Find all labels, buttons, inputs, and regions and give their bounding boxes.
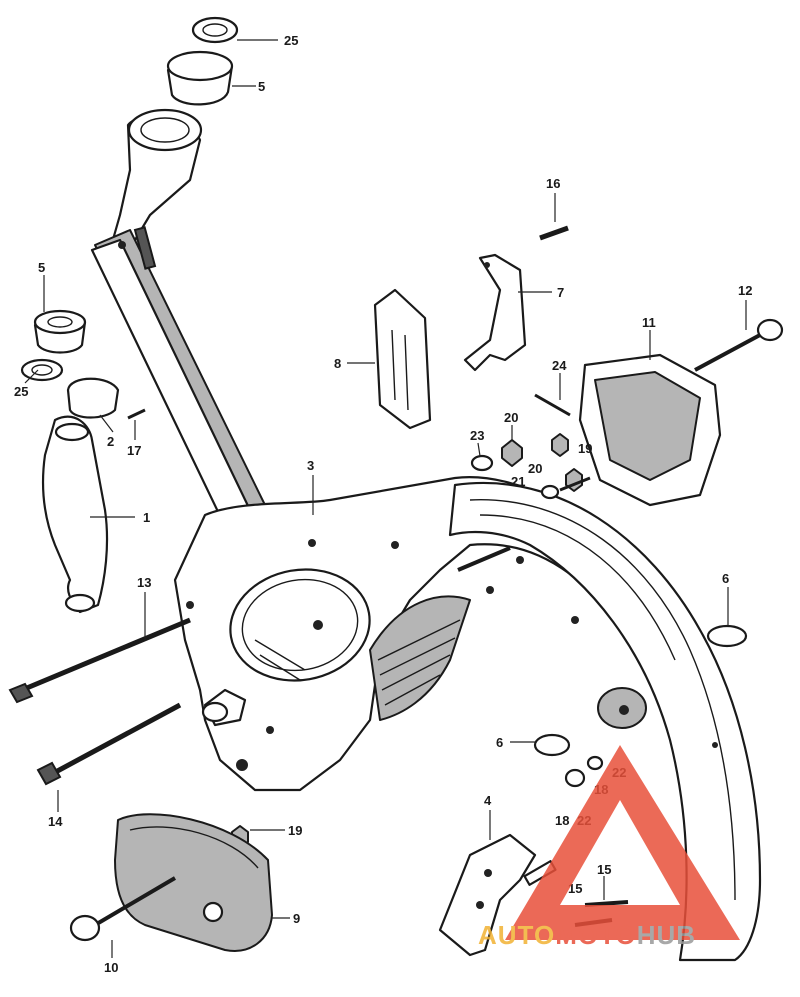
callout-4: 4 bbox=[484, 793, 492, 808]
nut-washer-group bbox=[470, 433, 591, 500]
callout-25-left: 25 bbox=[14, 384, 28, 399]
clamp-ring bbox=[66, 377, 120, 419]
rubber-grommet-6 bbox=[533, 624, 748, 757]
callout-23: 23 bbox=[470, 428, 484, 443]
screw-17 bbox=[127, 408, 146, 420]
automotohub-watermark: AUTOMOTOHUB bbox=[478, 745, 740, 950]
callout-21: 21 bbox=[511, 474, 525, 489]
plate-part-8 bbox=[373, 288, 432, 430]
knob-bolt-10 bbox=[69, 876, 177, 942]
callout-15-upper: 15 bbox=[597, 862, 611, 877]
callout-13: 13 bbox=[137, 575, 151, 590]
callout-1: 1 bbox=[143, 510, 150, 525]
lamp-bolt-12 bbox=[694, 318, 784, 372]
callout-9: 9 bbox=[293, 911, 300, 926]
watermark-hub: HUB bbox=[637, 920, 696, 950]
long-bolt-13 bbox=[8, 617, 191, 704]
callout-6-lower: 6 bbox=[496, 735, 503, 750]
long-bolt-14 bbox=[36, 702, 182, 786]
callout-5-top: 5 bbox=[258, 79, 265, 94]
bracket-part-7 bbox=[463, 253, 527, 372]
watermark-moto: MOTO bbox=[555, 920, 637, 950]
callout-17: 17 bbox=[127, 443, 141, 458]
leader-lines bbox=[24, 39, 747, 958]
callout-3: 3 bbox=[307, 458, 314, 473]
callout-6-right: 6 bbox=[722, 571, 729, 586]
callout-19-upper: 19 bbox=[578, 441, 592, 456]
stud-bolt bbox=[457, 546, 511, 572]
svg-text:AUTOMOTOHUB: AUTOMOTOHUB bbox=[478, 920, 696, 950]
bearing-ball-race-bottom bbox=[20, 358, 64, 382]
callout-11: 11 bbox=[642, 315, 656, 330]
callout-14: 14 bbox=[48, 814, 63, 829]
pin-24 bbox=[534, 393, 571, 417]
bolt-16 bbox=[539, 225, 569, 241]
bracket-part-1 bbox=[41, 415, 109, 614]
fitting-18-22 bbox=[564, 755, 604, 788]
cover-part-9 bbox=[114, 813, 273, 952]
callout-10: 10 bbox=[104, 960, 118, 975]
steering-cup-bottom bbox=[33, 309, 87, 354]
watermark-auto: AUTO bbox=[478, 920, 555, 950]
bearing-ball-race-top bbox=[191, 16, 239, 44]
callout-16: 16 bbox=[546, 176, 560, 191]
callout-20-lower: 20 bbox=[528, 461, 542, 476]
tail-lamp-housing bbox=[578, 353, 722, 507]
watermark-triangle-logo bbox=[505, 745, 740, 940]
steering-cup-top bbox=[166, 50, 234, 106]
callout-2: 2 bbox=[107, 434, 114, 449]
callout-5-left: 5 bbox=[38, 260, 45, 275]
callout-15-lower: 15 bbox=[568, 881, 582, 896]
callout-25-top: 25 bbox=[284, 33, 298, 48]
callout-7: 7 bbox=[557, 285, 564, 300]
callout-12: 12 bbox=[738, 283, 752, 298]
callout-24: 24 bbox=[552, 358, 567, 373]
main-frame bbox=[90, 108, 642, 792]
callout-8: 8 bbox=[334, 356, 341, 371]
rear-fender bbox=[448, 481, 762, 962]
callout-18-lower: 18 bbox=[555, 813, 569, 828]
bracket-plate-4 bbox=[438, 833, 557, 957]
callout-19-lower: 19 bbox=[288, 823, 302, 838]
callout-20-upper: 20 bbox=[504, 410, 518, 425]
